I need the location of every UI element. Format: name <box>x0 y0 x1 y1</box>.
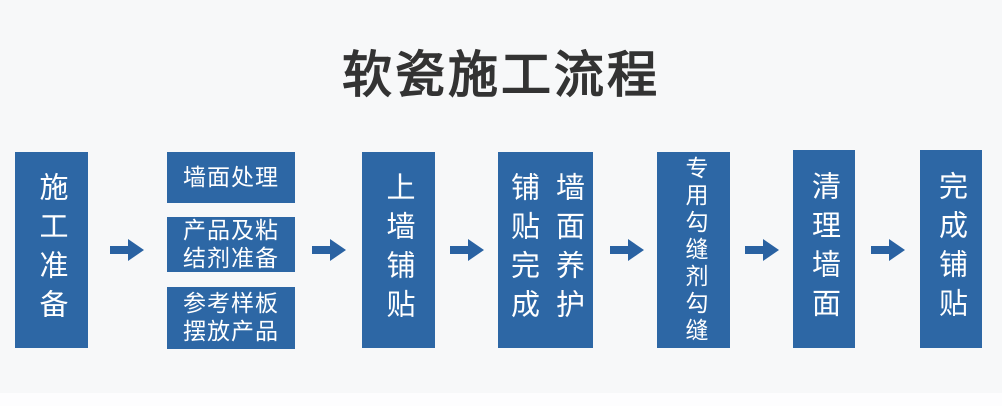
flow-arrow-2 <box>312 238 346 262</box>
step-label-column-left: 铺贴完成 <box>506 172 541 328</box>
arrow-right-icon <box>450 239 484 261</box>
step-box-product-adhesive-prep: 产品及粘 结剂准备 <box>167 217 295 272</box>
flow-arrow-5 <box>745 238 779 262</box>
step-label: 完成铺贴 <box>934 171 969 327</box>
step-box-paving-complete-curing: 铺贴完成 墙面养护 <box>498 152 593 348</box>
step-label: 施工准备 <box>35 172 69 328</box>
step-box-wall-paving: 上墙铺贴 <box>362 152 435 348</box>
arrow-right-icon <box>312 239 346 261</box>
step-box-construction-prep: 施工准备 <box>15 152 88 348</box>
step-label: 上墙铺贴 <box>382 172 416 328</box>
arrow-right-icon <box>745 239 779 261</box>
step-box-reference-sample-layout: 参考样板 摆放产品 <box>167 287 295 349</box>
arrow-right-icon <box>110 239 144 261</box>
step-box-special-grout-sealing: 专用勾缝剂勾缝 <box>657 152 730 348</box>
step-label: 墙面处理 <box>183 164 279 191</box>
step-label-line-2: 摆放产品 <box>183 319 279 345</box>
step-label-line-2: 结剂准备 <box>183 245 279 272</box>
step-label-line-1: 参考样板 <box>183 291 279 317</box>
step-box-finish-paving: 完成铺贴 <box>920 150 982 348</box>
step-box-clean-wall: 清理墙面 <box>793 150 855 348</box>
step-label: 专用勾缝剂勾缝 <box>681 155 707 345</box>
step-label-line-1: 产品及粘 <box>183 217 279 244</box>
page-title: 软瓷施工流程 <box>342 46 660 104</box>
arrow-right-icon <box>871 239 905 261</box>
page-bottom-edge <box>0 393 1002 406</box>
step-label-column-right: 墙面养护 <box>551 172 586 328</box>
arrow-right-icon <box>610 239 644 261</box>
flow-arrow-3 <box>450 238 484 262</box>
step-label: 清理墙面 <box>807 171 842 327</box>
step-label: 产品及粘 结剂准备 <box>183 217 279 273</box>
flow-arrow-4 <box>610 238 644 262</box>
flow-arrow-6 <box>871 238 905 262</box>
flow-arrow-1 <box>110 238 144 262</box>
step-box-wall-treatment: 墙面处理 <box>167 152 295 203</box>
step-label: 参考样板 摆放产品 <box>183 290 279 346</box>
